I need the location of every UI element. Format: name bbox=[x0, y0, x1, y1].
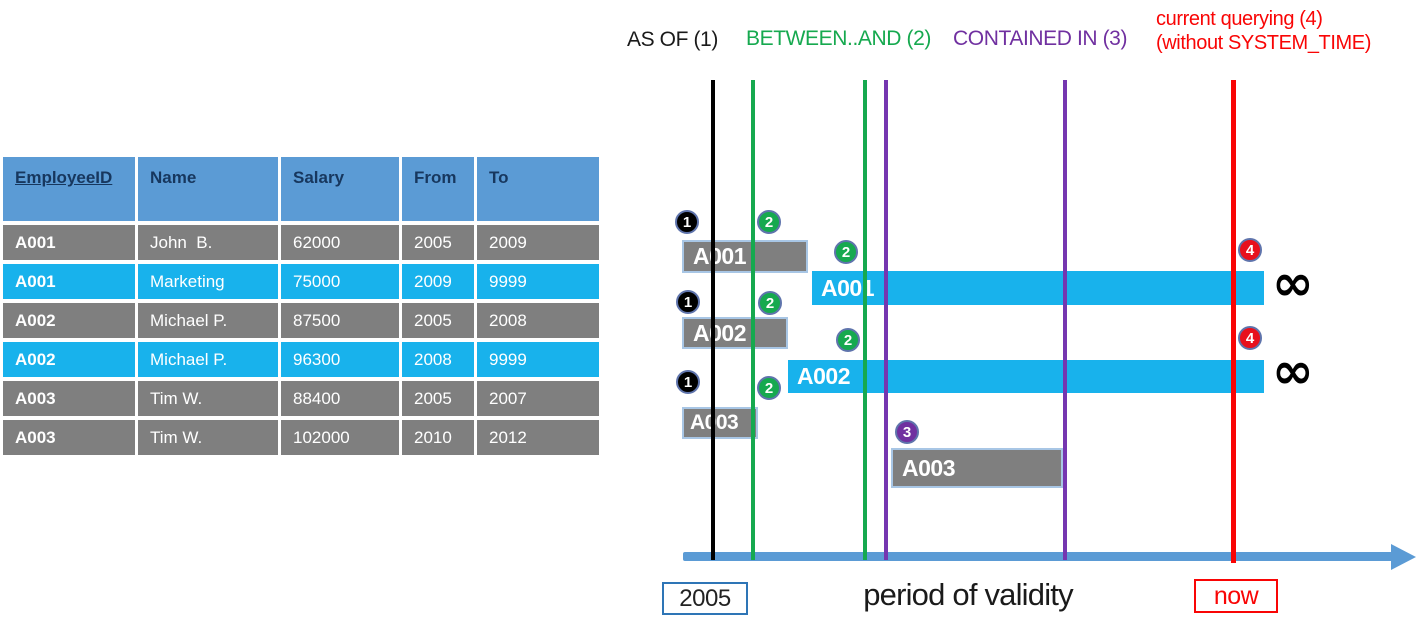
period-of-validity-label: period of validity bbox=[863, 577, 1073, 612]
table-cell: A002 bbox=[3, 303, 135, 338]
table-cell: 96300 bbox=[281, 342, 399, 377]
table-cell: 2012 bbox=[477, 420, 599, 455]
table-cell: A001 bbox=[3, 264, 135, 299]
time-axis bbox=[683, 552, 1393, 561]
guide-line-as-of bbox=[711, 80, 715, 560]
guide-line-contained-start bbox=[884, 80, 888, 560]
query-badge-4: 4 bbox=[1238, 326, 1262, 350]
query-badge-1: 1 bbox=[676, 290, 700, 314]
query-badge-1: 1 bbox=[675, 210, 699, 234]
query-badge-2: 2 bbox=[836, 328, 860, 352]
query-badge-1: 1 bbox=[676, 370, 700, 394]
bar-a001-open: A001 bbox=[812, 271, 1264, 305]
time-axis-arrowhead-icon bbox=[1391, 544, 1416, 570]
guide-line-between-end bbox=[863, 80, 867, 560]
query-badge-4: 4 bbox=[1238, 238, 1262, 262]
table-cell: 2005 bbox=[402, 225, 474, 260]
infinity-icon: ∞ bbox=[1272, 342, 1314, 400]
table-cell: 2009 bbox=[402, 264, 474, 299]
legend-as-of: AS OF (1) bbox=[627, 28, 718, 51]
table-cell: 9999 bbox=[477, 342, 599, 377]
column-header-name: Name bbox=[138, 157, 278, 221]
table-cell: 2008 bbox=[402, 342, 474, 377]
table-header-row: EmployeeID Name Salary From To bbox=[3, 157, 599, 221]
column-header-employeeid: EmployeeID bbox=[3, 157, 135, 221]
legend-contained-in: CONTAINED IN (3) bbox=[953, 27, 1128, 50]
table-cell: A003 bbox=[3, 381, 135, 416]
year-2005-box: 2005 bbox=[662, 582, 748, 615]
guide-line-now bbox=[1231, 80, 1236, 563]
query-badge-2: 2 bbox=[834, 240, 858, 264]
table-cell: 87500 bbox=[281, 303, 399, 338]
bar-a003-first: A003 bbox=[682, 407, 758, 439]
table-cell: 62000 bbox=[281, 225, 399, 260]
guide-line-between-start bbox=[751, 80, 755, 560]
table-cell: Michael P. bbox=[138, 342, 278, 377]
bar-a003-second: A003 bbox=[891, 448, 1063, 488]
table-cell: 75000 bbox=[281, 264, 399, 299]
table-cell: 9999 bbox=[477, 264, 599, 299]
query-badge-3: 3 bbox=[895, 420, 919, 444]
table-cell: 2010 bbox=[402, 420, 474, 455]
column-header-salary: Salary bbox=[281, 157, 399, 221]
table-cell: 88400 bbox=[281, 381, 399, 416]
table-cell: 102000 bbox=[281, 420, 399, 455]
table-cell: 2009 bbox=[477, 225, 599, 260]
guide-line-contained-end bbox=[1063, 80, 1067, 560]
legend-current-querying: current querying (4) (without SYSTEM_TIM… bbox=[1156, 8, 1371, 54]
table-cell: Michael P. bbox=[138, 303, 278, 338]
table-cell: Marketing bbox=[138, 264, 278, 299]
bar-a001-closed: A001 bbox=[682, 240, 808, 273]
query-badge-2: 2 bbox=[758, 291, 782, 315]
table-cell: John B. bbox=[138, 225, 278, 260]
table-cell: A001 bbox=[3, 225, 135, 260]
table-cell: 2005 bbox=[402, 303, 474, 338]
now-box: now bbox=[1194, 579, 1278, 613]
table-cell: 2005 bbox=[402, 381, 474, 416]
bar-a002-closed: A002 bbox=[682, 317, 788, 349]
table-cell: 2008 bbox=[477, 303, 599, 338]
query-badge-2: 2 bbox=[757, 376, 781, 400]
table-cell: A002 bbox=[3, 342, 135, 377]
table-cell: A003 bbox=[3, 420, 135, 455]
column-header-from: From bbox=[402, 157, 474, 221]
table-cell: Tim W. bbox=[138, 381, 278, 416]
bar-a002-open: A002 bbox=[788, 360, 1264, 393]
query-badge-2: 2 bbox=[757, 210, 781, 234]
table-cell: Tim W. bbox=[138, 420, 278, 455]
legend-between-and: BETWEEN..AND (2) bbox=[746, 27, 931, 50]
table-cell: 2007 bbox=[477, 381, 599, 416]
column-header-to: To bbox=[477, 157, 599, 221]
infinity-icon: ∞ bbox=[1272, 254, 1314, 312]
